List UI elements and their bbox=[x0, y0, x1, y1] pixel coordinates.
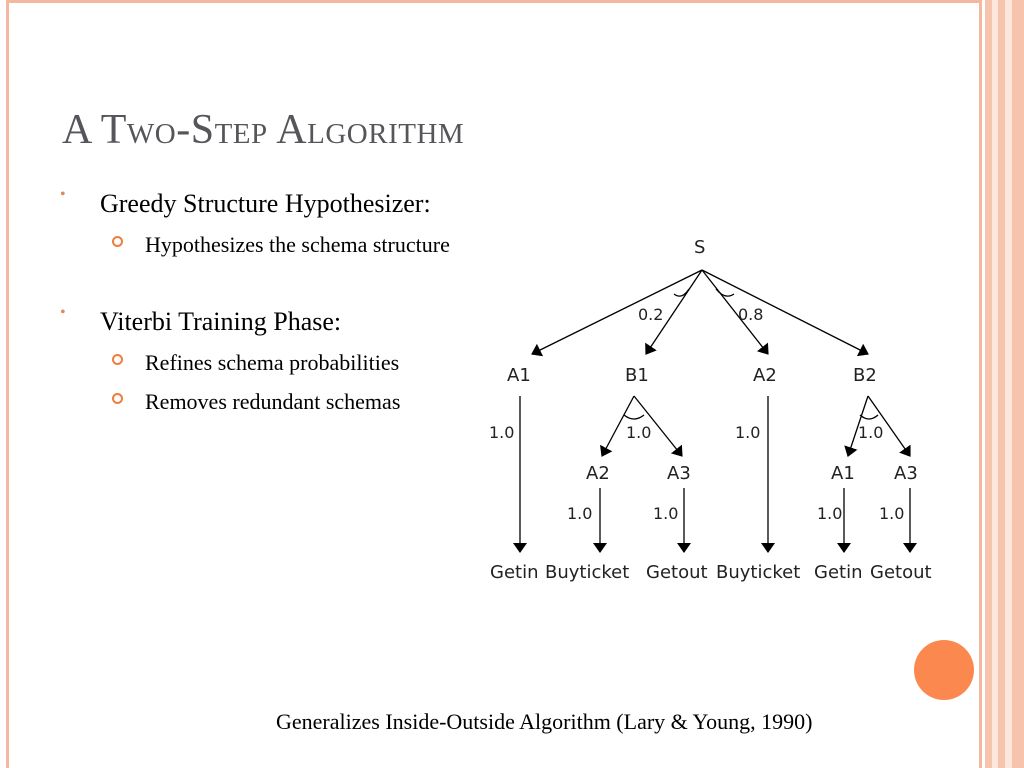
node-level1: A1 bbox=[507, 365, 531, 386]
bullet-dot-icon: • bbox=[60, 304, 66, 321]
edge-prob-label: 1.0 bbox=[489, 423, 514, 442]
footer-note: Generalizes Inside-Outside Algorithm (La… bbox=[276, 709, 813, 734]
bullet-dot-icon: • bbox=[60, 186, 66, 203]
slide-frame-right bbox=[979, 0, 982, 768]
edge-s-b1 bbox=[645, 269, 703, 355]
node-level1: B2 bbox=[853, 365, 877, 386]
node-level2: A3 bbox=[667, 463, 691, 484]
edge-b1-a3 bbox=[633, 395, 683, 457]
leaf-label: Getout bbox=[646, 562, 708, 583]
probability-arc bbox=[623, 414, 645, 420]
decor-band bbox=[992, 0, 998, 768]
edge-prob-label: 1.0 bbox=[567, 504, 592, 523]
sub-bullet-text: Hypothesizes the schema structure bbox=[145, 232, 450, 257]
edge-b2-a3 bbox=[867, 395, 911, 457]
edge-prob-label: 1.0 bbox=[626, 423, 651, 442]
edge-prob-label: 0.2 bbox=[638, 305, 663, 324]
leaf-label: Buyticket bbox=[545, 562, 629, 583]
decor-band bbox=[985, 0, 992, 768]
slide-frame-left bbox=[6, 0, 9, 768]
ring-bullet-icon bbox=[112, 236, 123, 247]
leaf-label: Getin bbox=[490, 562, 539, 583]
decor-band bbox=[1012, 0, 1024, 768]
bullet-item: • Greedy Structure Hypothesizer: bbox=[58, 186, 478, 221]
ring-bullet-icon bbox=[112, 354, 123, 365]
node-level2: A1 bbox=[831, 463, 855, 484]
edge-prob-label: 1.0 bbox=[817, 504, 842, 523]
bullet-list: • Greedy Structure Hypothesizer: Hypothe… bbox=[58, 186, 478, 417]
edge-b2-a1 bbox=[844, 395, 869, 457]
node-level1: A2 bbox=[753, 365, 777, 386]
leaf-label: Buyticket bbox=[716, 562, 800, 583]
bullet-text: Greedy Structure Hypothesizer: bbox=[100, 189, 431, 218]
leaf-label: Getin bbox=[814, 562, 863, 583]
decorative-circle bbox=[914, 640, 974, 700]
edge-prob-label: 1.0 bbox=[879, 504, 904, 523]
ring-bullet-icon bbox=[112, 393, 123, 404]
bullet-item: • Viterbi Training Phase: bbox=[58, 304, 478, 339]
node-level2: A2 bbox=[586, 463, 610, 484]
edge-s-a1 bbox=[531, 269, 703, 357]
node-root: S bbox=[694, 237, 705, 258]
edge-prob-label: 1.0 bbox=[735, 423, 760, 442]
edge-s-b2 bbox=[701, 269, 869, 357]
edge-prob-label: 1.0 bbox=[653, 504, 678, 523]
sub-bullet-item: Removes redundant schemas bbox=[58, 386, 478, 417]
schema-tree-diagram: S 0.2 0.8 A1 B1 A2 B2 1.0 1.0 1.0 1.0 A2… bbox=[489, 237, 932, 583]
node-level2: A3 bbox=[894, 463, 918, 484]
slide-frame-top bbox=[6, 0, 982, 3]
slide-title: A Two-Step Algorithm bbox=[62, 107, 465, 153]
probability-arc bbox=[715, 288, 735, 297]
sub-bullet-text: Removes redundant schemas bbox=[145, 389, 401, 414]
decor-band bbox=[998, 0, 1005, 768]
sub-bullet-item: Refines schema probabilities bbox=[58, 347, 478, 378]
edge-prob-label: 0.8 bbox=[738, 305, 763, 324]
edge-prob-label: 1.0 bbox=[858, 423, 883, 442]
probability-arc bbox=[859, 414, 879, 420]
decor-band bbox=[1005, 0, 1012, 768]
bullet-text: Viterbi Training Phase: bbox=[100, 307, 342, 336]
node-level1: B1 bbox=[625, 365, 649, 386]
probability-arc bbox=[673, 288, 690, 297]
edge-s-a2 bbox=[701, 269, 769, 355]
sub-bullet-item: Hypothesizes the schema structure bbox=[58, 229, 478, 260]
edge-b1-a2 bbox=[600, 395, 635, 457]
leaf-label: Getout bbox=[870, 562, 932, 583]
sub-bullet-text: Refines schema probabilities bbox=[145, 350, 400, 375]
